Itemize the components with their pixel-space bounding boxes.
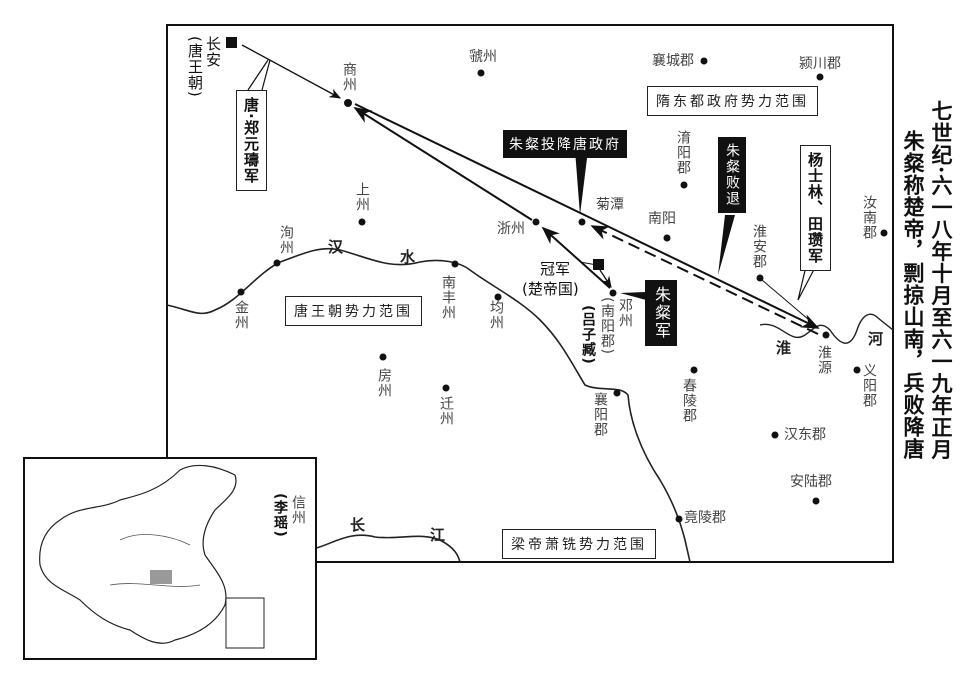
label-runan: 汝南郡 — [861, 195, 877, 240]
label-yuyang: 淯阳郡 — [675, 130, 691, 175]
callout-surrender: 朱粲投降唐政府 — [503, 130, 627, 158]
label-jutan: 菊潭 — [596, 197, 624, 213]
river-label-he: 河 — [868, 330, 884, 348]
huai-river — [759, 313, 894, 344]
label-shangzhou: 商州 — [341, 62, 357, 92]
map-title-line2: 朱粲称楚帝，剽掠山南，兵败降唐 — [901, 130, 926, 460]
label-shangzhou-upper: 上州 — [354, 182, 370, 212]
map-title-line1: 七世纪·六一八年十月至六一九年正月 — [929, 100, 954, 461]
arrow-changan-shangzhou — [241, 44, 342, 99]
river-label-han: 汉 — [328, 238, 344, 256]
label-xinzhou: 信州 — [290, 495, 306, 525]
arrow-guanjun-dengzhou — [599, 269, 612, 288]
callout-yang-army: 杨士林、田瓒军 — [800, 145, 831, 271]
label-dengzhou-holder: (吕子臧) — [580, 305, 596, 365]
map-frame — [166, 24, 894, 563]
han-river — [166, 247, 691, 563]
place-dots — [237, 57, 888, 539]
label-qianzhou: 迁州 — [438, 396, 454, 426]
callout-tang-army: 唐·郑元璹军 — [236, 90, 267, 191]
label-jingling: 竟陵郡 — [684, 510, 726, 526]
label-handong: 汉东郡 — [784, 427, 826, 443]
callout-retreat: 朱粲败退 — [718, 137, 746, 213]
label-dengzhou: 邓州 — [617, 298, 633, 328]
label-changan: 长安 — [204, 36, 222, 68]
inset-highlight — [150, 570, 172, 584]
arrow-retreat — [590, 225, 819, 335]
label-guozhou: 虢州 — [469, 49, 497, 65]
label-anlu: 安陆郡 — [790, 474, 832, 490]
label-yingchuan: 颍川郡 — [799, 56, 841, 72]
label-guanjun-note: (楚帝国) — [522, 280, 579, 298]
label-junzhou: 均州 — [488, 300, 504, 330]
region-tang: 唐王朝势力范围 — [285, 296, 422, 326]
label-jinzhou: 金州 — [233, 300, 249, 330]
label-huaiyuan: 淮源 — [816, 345, 832, 375]
river-label-jiang: 江 — [430, 526, 446, 544]
river-label-huai: 淮 — [776, 339, 792, 357]
inset-frame — [23, 457, 317, 660]
label-xizhou: 浙州 — [497, 221, 525, 237]
arrow-huaian-huaiyuan — [761, 279, 816, 326]
river-label-chang: 长 — [350, 516, 366, 534]
region-liang: 梁帝萧铣势力范围 — [502, 529, 656, 559]
label-xinzhou-holder: (李瑶) — [272, 493, 288, 538]
label-changan-note: (唐王朝) — [186, 36, 204, 98]
label-guanjun: 冠军 — [540, 260, 571, 278]
label-xiangcheng: 襄城郡 — [652, 53, 694, 69]
guanjun-marker — [593, 259, 604, 270]
label-dengzhou-note: (南阳郡) — [599, 297, 615, 355]
callout-zhucan-army: 朱粲军 — [645, 280, 677, 346]
label-huaian: 淮安郡 — [751, 224, 767, 269]
label-xiangyang: 襄阳郡 — [592, 392, 608, 437]
yangtze-river — [315, 534, 461, 563]
arrow-dengzhou-xizhou — [541, 226, 611, 289]
inset-china-outline — [39, 464, 237, 644]
label-yiyang: 义阳郡 — [861, 363, 877, 408]
arrow-shangzhou-huaiyuan — [354, 103, 820, 329]
region-sui: 隋东都政府势力范围 — [647, 86, 818, 116]
label-chunling: 春陵郡 — [681, 378, 697, 423]
label-nanyang: 南阳 — [648, 211, 676, 227]
label-xunzhou: 洵州 — [278, 225, 294, 255]
label-fangzhou: 房州 — [376, 368, 392, 398]
label-nanfeng: 南丰州 — [440, 275, 456, 320]
changan-marker — [226, 37, 237, 48]
arrow-xizhou-shangzhou — [353, 107, 533, 221]
river-label-shui: 水 — [400, 248, 416, 266]
